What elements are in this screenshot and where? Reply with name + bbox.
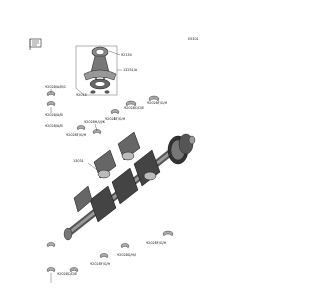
label-92028f-center: 92028F/G/H: [105, 117, 126, 121]
figure-code: E0301: [188, 37, 199, 41]
label-92028-ab-2: 92028/A/B: [45, 124, 63, 128]
label-92150: 92150: [121, 53, 132, 57]
label-92028f-bottom-right: 92028F/G/H: [146, 241, 167, 245]
label-92028-ab-1: 92028/A/B: [45, 113, 63, 117]
label-13251: 13251/A: [123, 68, 138, 72]
label-13031: 13031: [73, 159, 84, 163]
label-92028f-left: 92028F/G/H: [66, 133, 87, 137]
main-bearing-icon: [76, 95, 160, 135]
bearing-shell-icon: [46, 91, 56, 107]
label-92028h: 92028H/I/J/K: [84, 120, 106, 124]
label-92028c-bottom: 92028C/D/E: [57, 272, 77, 276]
label-92028f-bottom: 92028F/G/H: [90, 262, 111, 266]
crankshaft-icon: [63, 131, 196, 241]
label-92028-abc: 92028/A/B/C: [45, 85, 67, 89]
label-92028g: 92028G/H/I: [117, 253, 136, 257]
connecting-rod-icon: [83, 46, 117, 90]
label-92028c-right: 92028C/D/E: [124, 106, 144, 110]
rod-nut-icon: [90, 90, 110, 94]
parts-diagram: E0301 92150 13251/A 92015: [29, 37, 199, 283]
label-92028f-right: 92028F/G/H: [147, 101, 168, 105]
connecting-rod-group: [75, 45, 118, 96]
diagram-flag-icon: [29, 38, 42, 50]
label-92015: 92015: [76, 93, 87, 97]
lower-bearing-icon: [46, 230, 174, 273]
